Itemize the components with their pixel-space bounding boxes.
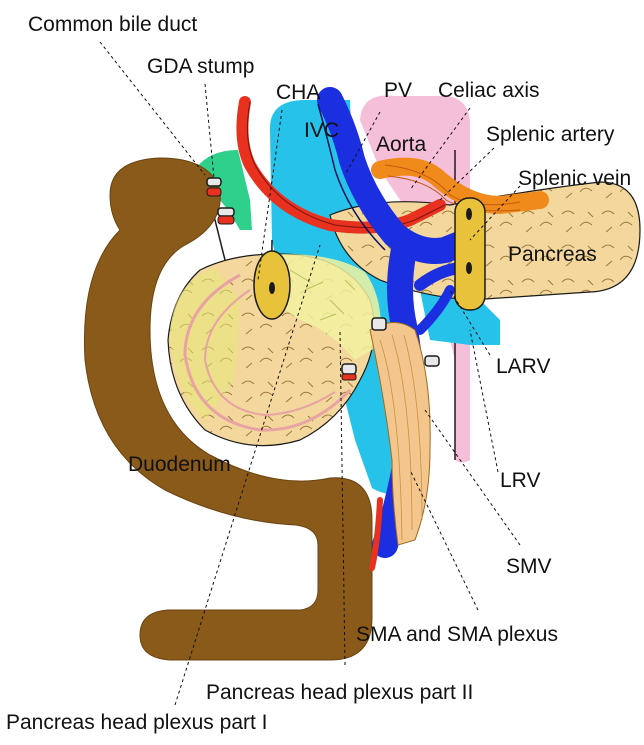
leader-sma-plexus bbox=[410, 470, 478, 610]
label-splenic-artery: Splenic artery bbox=[486, 124, 614, 145]
label-plexus-part2: Pancreas head plexus part II bbox=[206, 682, 473, 703]
node-splenic-top bbox=[466, 208, 472, 220]
clip-head-top bbox=[218, 208, 234, 224]
label-ivc: IVC bbox=[304, 120, 339, 141]
node-splenic-bottom bbox=[466, 262, 472, 274]
node-pancreas-head-center bbox=[269, 282, 275, 294]
label-duodenum: Duodenum bbox=[128, 454, 231, 475]
clip-head-lower bbox=[342, 364, 356, 380]
leader-lrv bbox=[470, 330, 498, 472]
label-larv: LARV bbox=[496, 356, 550, 377]
label-pancreas: Pancreas bbox=[508, 244, 597, 265]
label-celiac-axis: Celiac axis bbox=[438, 80, 540, 101]
label-lrv: LRV bbox=[500, 470, 540, 491]
label-gda-stump: GDA stump bbox=[147, 56, 254, 77]
label-plexus-part1: Pancreas head plexus part I bbox=[6, 712, 268, 733]
label-cha: CHA bbox=[276, 82, 320, 103]
label-aorta: Aorta bbox=[376, 134, 426, 155]
label-sma-plexus: SMA and SMA plexus bbox=[356, 624, 558, 645]
label-splenic-vein: Splenic vein bbox=[518, 168, 631, 189]
sma-artery bbox=[372, 500, 380, 568]
clip-smv-left bbox=[372, 318, 386, 330]
label-smv: SMV bbox=[506, 556, 552, 577]
clip-smv-mid bbox=[425, 356, 439, 366]
label-pv: PV bbox=[384, 80, 412, 101]
label-common-bile-duct: Common bile duct bbox=[28, 14, 197, 35]
